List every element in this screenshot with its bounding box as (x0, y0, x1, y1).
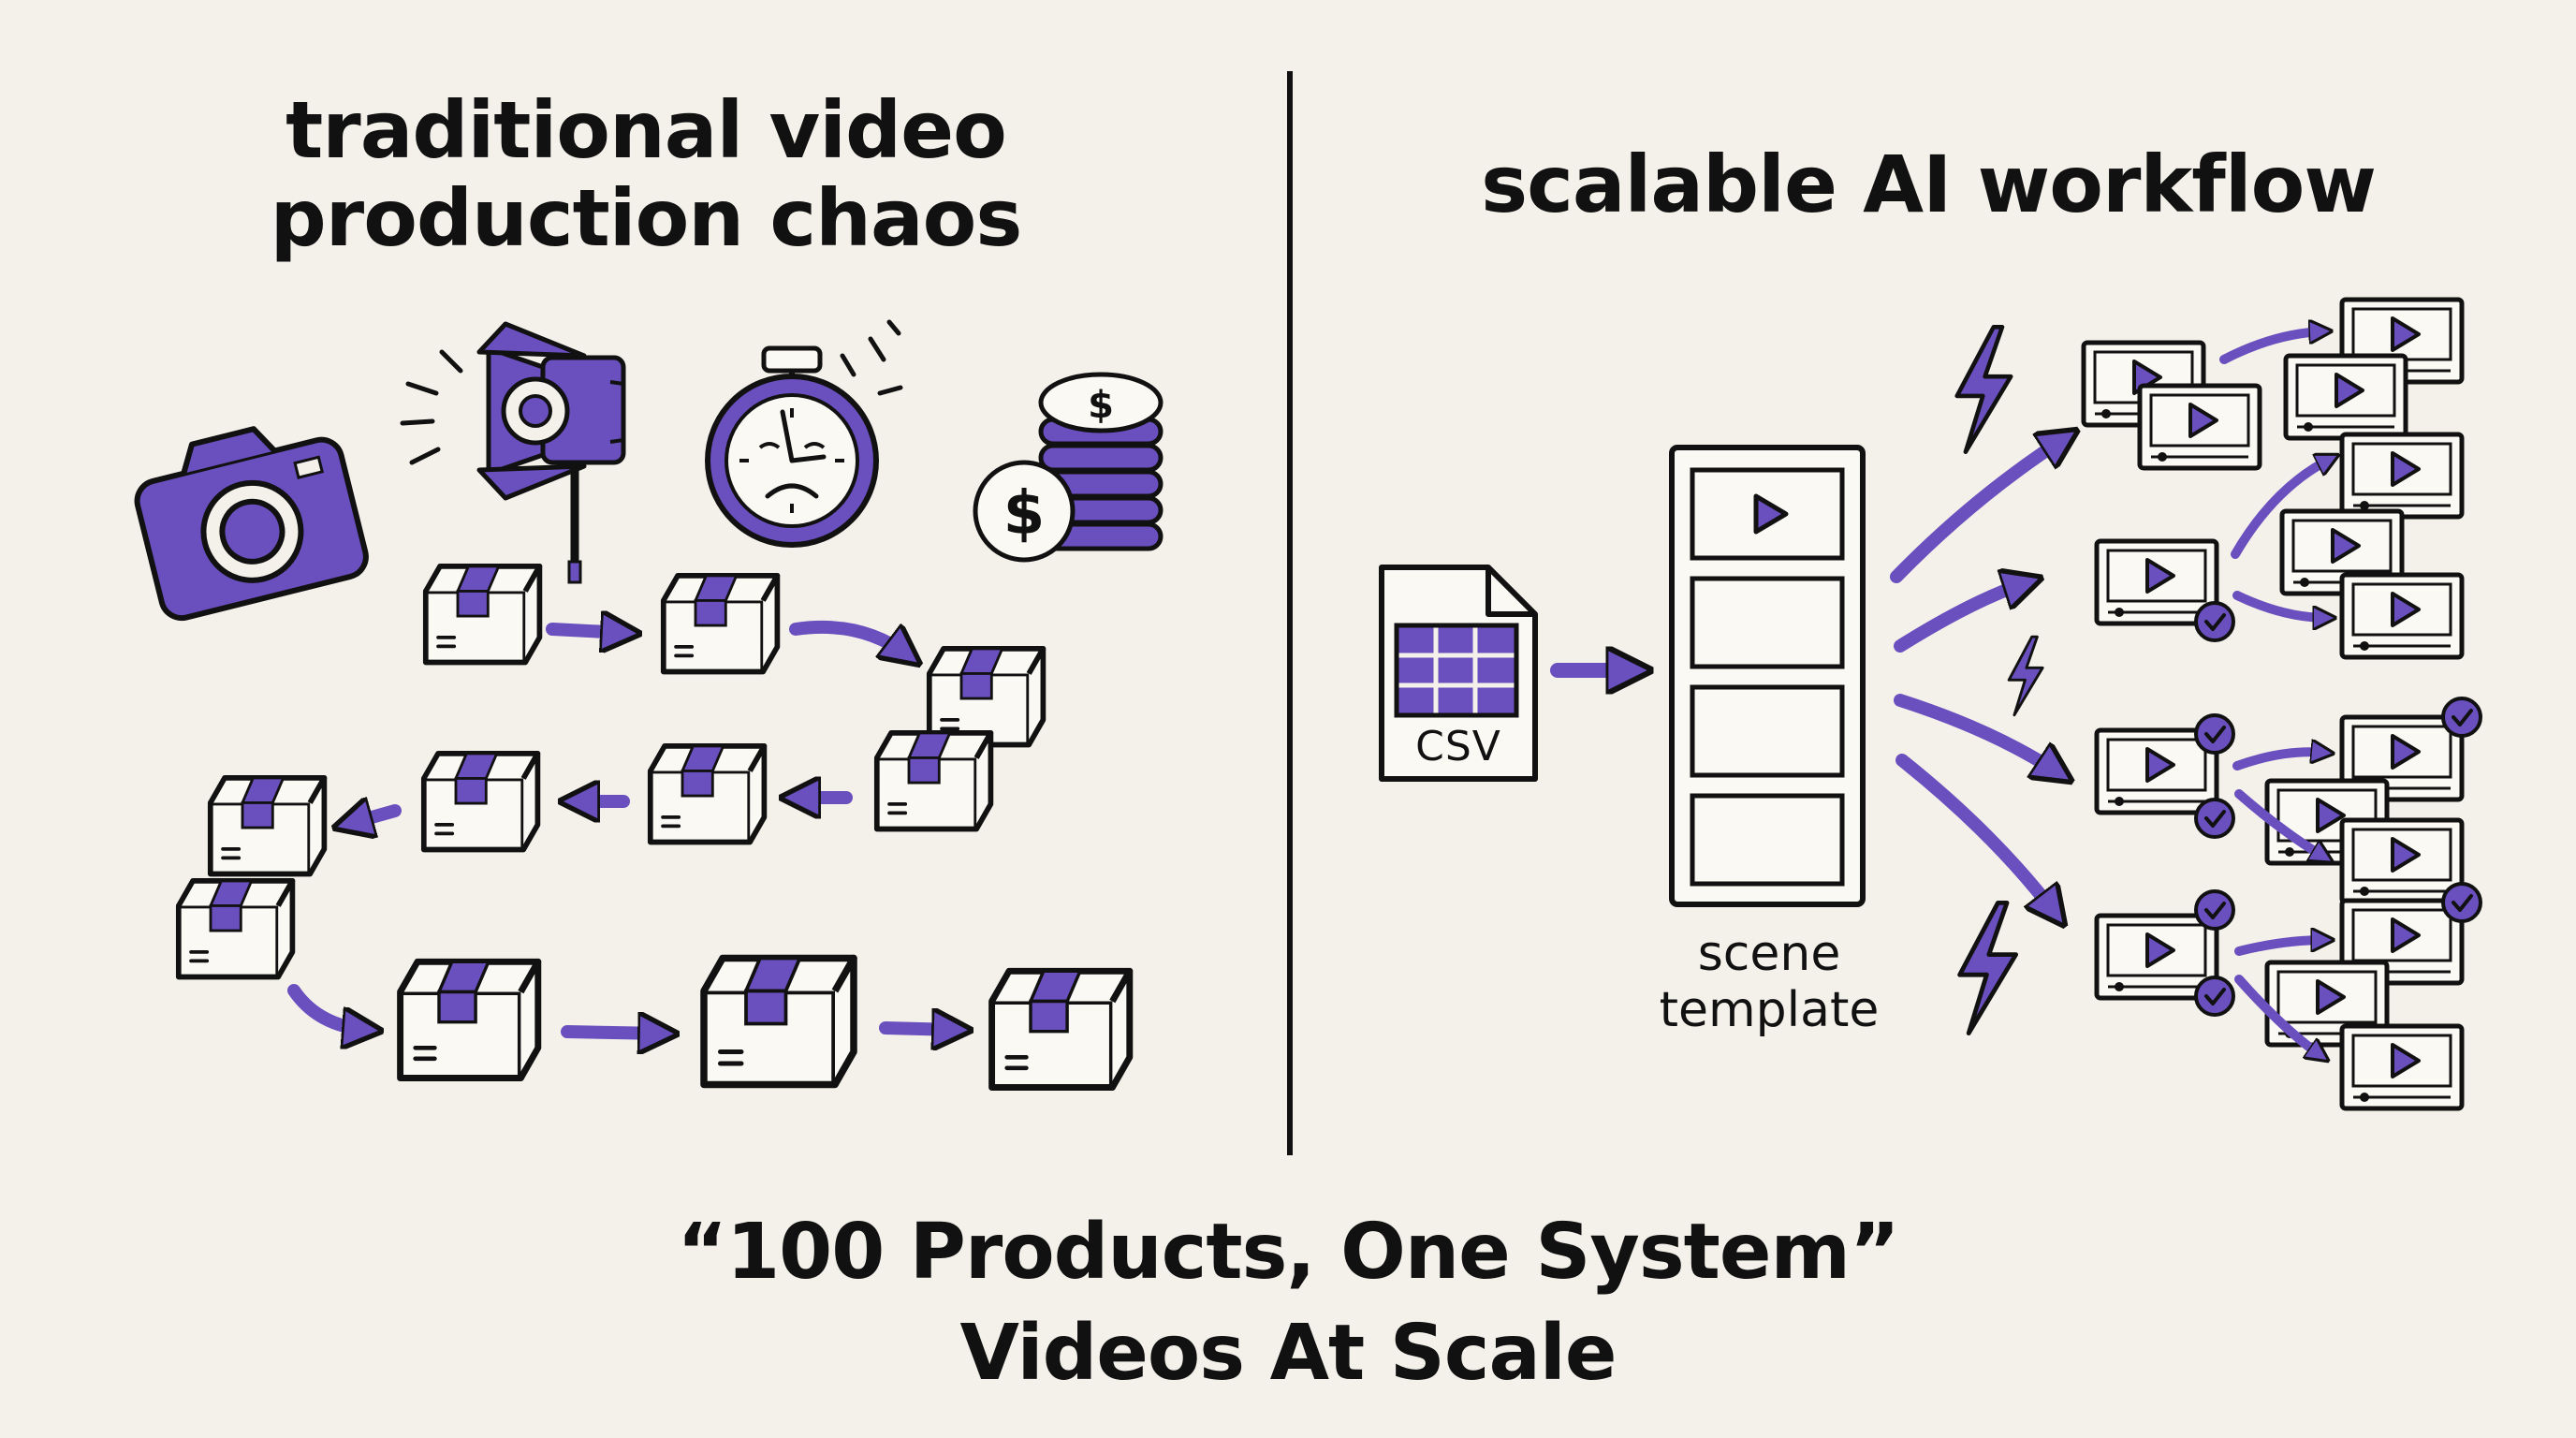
production-flow-arrows (287, 627, 957, 1034)
lightning-icon (1957, 327, 2044, 1033)
svg-text:$: $ (1003, 479, 1046, 549)
template-label-line-2: template (1659, 981, 1880, 1038)
left-panel-title: traditional video production chaos (168, 86, 1123, 262)
distribution-arrows (2219, 331, 2331, 1056)
stopwatch-icon (705, 319, 903, 548)
left-title-line-2: production chaos (270, 172, 1023, 265)
fan-out-arrows (1890, 438, 2065, 914)
scene-template-label: scene template (1591, 926, 1947, 1039)
left-title-line-1: traditional video (285, 84, 1007, 176)
coin-stack-icon: $ $ (973, 372, 1164, 563)
scene-template-icon (1669, 445, 1866, 907)
studio-light-icon (400, 321, 626, 584)
bottom-subheadline: Videos At Scale (959, 1309, 1617, 1398)
right-panel-title: scalable AI workflow (1481, 139, 2377, 230)
video-player-icon (2084, 300, 2462, 1108)
bottom-headline: “100 Products, One System” (677, 1208, 1900, 1297)
csv-file-icon (1379, 565, 1538, 782)
csv-label: CSV (1415, 723, 1501, 770)
template-label-line-1: scene (1697, 926, 1841, 982)
camera-icon (134, 426, 369, 622)
svg-text:$: $ (1088, 384, 1114, 427)
